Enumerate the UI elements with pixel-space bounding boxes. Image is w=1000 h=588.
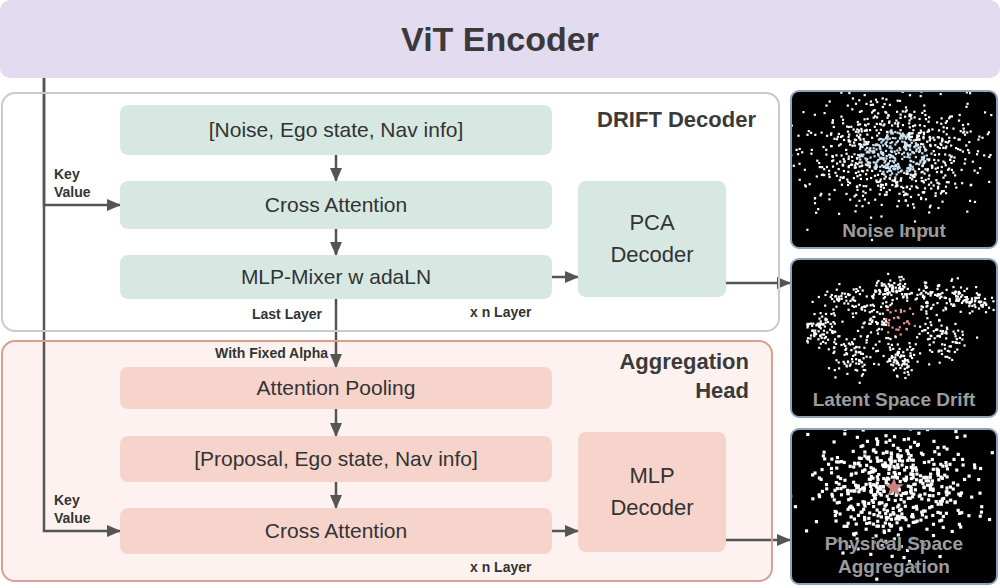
aggregation-panel: Aggregation Head Attention Pooling [Propos… bbox=[1, 340, 773, 582]
flow-arrow bbox=[335, 482, 338, 508]
flow-arrow bbox=[726, 282, 790, 285]
scatter-panel: Physical Space Aggregation bbox=[790, 428, 998, 585]
flow-arrow bbox=[552, 276, 578, 279]
edge-label: Key Value bbox=[52, 166, 102, 201]
panel-caption: Noise Input bbox=[804, 220, 984, 243]
attention-box: Cross Attention bbox=[120, 508, 552, 554]
box-label: Cross Attention bbox=[265, 519, 407, 543]
input-box: [Noise, Ego state, Nav info] bbox=[120, 105, 552, 155]
repeat-note: x n Layer bbox=[470, 559, 531, 575]
panel-caption: Physical Space Aggregation bbox=[804, 533, 984, 579]
attention-box: Cross Attention bbox=[120, 181, 552, 229]
scatter-panel: Noise Input bbox=[790, 90, 998, 249]
box-label: ViT Encoder bbox=[401, 20, 599, 59]
decoder-panel: DRIFT Decoder [Noise, Ego state, Nav info… bbox=[1, 92, 780, 332]
box-label: Attention Pooling bbox=[257, 376, 416, 400]
input-box: [Proposal, Ego state, Nav info] bbox=[120, 436, 552, 482]
pooling-box: Attention Pooling bbox=[120, 367, 552, 409]
box-label: [Proposal, Ego state, Nav info] bbox=[194, 447, 478, 471]
box-label: [Noise, Ego state, Nav info] bbox=[209, 118, 463, 142]
flow-arrow bbox=[44, 78, 120, 531]
flow-arrow bbox=[44, 78, 120, 205]
box-label: PCA Decoder bbox=[602, 207, 702, 271]
box-label: MLP-Mixer w adaLN bbox=[241, 265, 431, 289]
layer-note: Last Layer bbox=[252, 306, 322, 322]
panel-heading: DRIFT Decoder bbox=[597, 106, 756, 135]
panel-heading: Aggregation Head bbox=[599, 348, 749, 405]
edge-label: With Fixed Alpha bbox=[213, 345, 330, 363]
flow-arrow bbox=[552, 530, 578, 533]
aggregation-ground bbox=[2, 341, 772, 581]
flow-arrow bbox=[335, 155, 338, 181]
edge-label: Key Value bbox=[52, 492, 102, 527]
repeat-note: x n Layer bbox=[470, 304, 531, 320]
encoder-band: ViT Encoder bbox=[0, 0, 1000, 78]
flow-arrow bbox=[335, 299, 338, 367]
flow-arrow bbox=[335, 229, 338, 255]
decoder-box: PCA Decoder bbox=[578, 181, 726, 297]
mixer-box: MLP-Mixer w adaLN bbox=[120, 255, 552, 299]
panel-caption: Latent Space Drift bbox=[804, 389, 984, 412]
scatter-panel: Latent Space Drift bbox=[790, 258, 998, 418]
flow-arrow bbox=[726, 539, 790, 542]
box-label: Cross Attention bbox=[265, 193, 407, 217]
decoder-box: MLP Decoder bbox=[578, 432, 726, 552]
box-label: MLP Decoder bbox=[602, 460, 702, 524]
flow-arrow bbox=[335, 409, 338, 436]
